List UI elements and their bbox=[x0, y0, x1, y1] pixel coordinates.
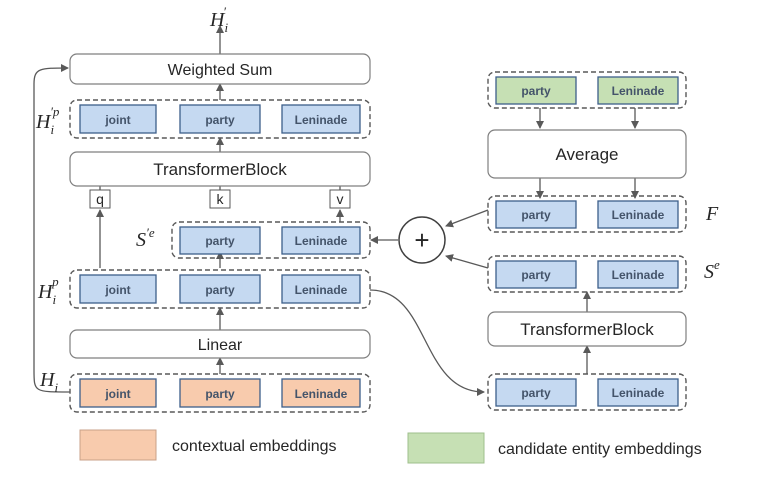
token-leninade: Leninade bbox=[597, 200, 679, 229]
token-leninade: Leninade bbox=[281, 226, 361, 255]
token-party: party bbox=[495, 260, 577, 289]
weighted-sum-block: Weighted Sum bbox=[69, 53, 371, 85]
plus-circle: + bbox=[398, 216, 446, 264]
legend-candidate: candidate entity embeddings bbox=[407, 432, 702, 464]
hp-symbol: Hip bbox=[37, 274, 59, 307]
token-party: party bbox=[495, 76, 577, 105]
svg-text:party: party bbox=[521, 386, 551, 400]
svg-text:party: party bbox=[205, 234, 235, 248]
entity-input-group: party Leninade bbox=[487, 373, 687, 411]
v-box: v bbox=[329, 189, 351, 209]
linear-label: Linear bbox=[198, 337, 243, 354]
legend-contextual-label: contextual embeddings bbox=[172, 438, 337, 455]
token-party: party bbox=[179, 104, 261, 134]
legend-contextual: contextual embeddings bbox=[79, 429, 337, 461]
legend-contextual-swatch bbox=[79, 429, 157, 461]
se-group: party Leninade bbox=[487, 255, 687, 293]
svg-text:Leninade: Leninade bbox=[295, 387, 348, 401]
svg-text:Leninade: Leninade bbox=[612, 84, 665, 98]
average-block: Average bbox=[487, 129, 687, 179]
svg-text:Leninade: Leninade bbox=[295, 234, 348, 248]
svg-text:Leninade: Leninade bbox=[612, 268, 665, 282]
transformer-block-left: TransformerBlock bbox=[69, 151, 371, 187]
svg-text:party: party bbox=[521, 208, 551, 222]
token-joint: joint bbox=[79, 274, 157, 304]
token-joint: joint bbox=[79, 104, 157, 134]
output-symbol: Hi′ bbox=[209, 4, 228, 35]
legend-candidate-label: candidate entity embeddings bbox=[498, 441, 702, 458]
token-party: party bbox=[179, 226, 261, 255]
arrow-se-to-plus bbox=[445, 254, 489, 269]
arrow-hp-to-entity-input bbox=[369, 289, 485, 396]
hp-group: joint party Leninade bbox=[69, 269, 371, 309]
token-party: party bbox=[179, 378, 261, 408]
svg-text:party: party bbox=[521, 84, 551, 98]
token-leninade: Leninade bbox=[281, 104, 361, 134]
svg-text:joint: joint bbox=[104, 113, 130, 127]
svg-text:joint: joint bbox=[104, 387, 130, 401]
transformer-block-right: TransformerBlock bbox=[487, 311, 687, 347]
residual-arrow bbox=[33, 64, 71, 393]
linear-block: Linear bbox=[69, 329, 371, 359]
legend-candidate-swatch bbox=[407, 432, 485, 464]
f-group: party Leninade bbox=[487, 195, 687, 233]
v-label: v bbox=[337, 191, 344, 207]
svg-text:Leninade: Leninade bbox=[295, 283, 348, 297]
candidate-group: party Leninade bbox=[487, 71, 687, 109]
svg-text:party: party bbox=[205, 387, 235, 401]
token-joint: joint bbox=[79, 378, 157, 408]
transformer-right-label: TransformerBlock bbox=[520, 320, 654, 339]
k-label: k bbox=[217, 191, 225, 207]
plus-symbol: + bbox=[414, 225, 429, 255]
connectors bbox=[33, 25, 639, 396]
transformer-left-label: TransformerBlock bbox=[153, 160, 287, 179]
token-party: party bbox=[495, 378, 577, 407]
hp-prime-symbol: Hi′p bbox=[35, 104, 60, 137]
token-party: party bbox=[179, 274, 261, 304]
h-symbol: Hi bbox=[39, 369, 58, 395]
weighted-sum-label: Weighted Sum bbox=[168, 62, 273, 79]
token-leninade: Leninade bbox=[597, 378, 679, 407]
se-symbol: Se bbox=[704, 257, 720, 283]
token-party: party bbox=[495, 200, 577, 229]
arrow-f-to-plus bbox=[445, 209, 489, 228]
average-label: Average bbox=[555, 145, 618, 164]
token-leninade: Leninade bbox=[281, 378, 361, 408]
svg-text:joint: joint bbox=[104, 283, 130, 297]
k-box: k bbox=[209, 189, 231, 209]
token-leninade: Leninade bbox=[597, 76, 679, 105]
q-label: q bbox=[96, 191, 104, 207]
se-prime-symbol: S′e bbox=[136, 225, 155, 251]
se-prime-group: party Leninade bbox=[171, 221, 371, 259]
svg-text:Leninade: Leninade bbox=[612, 386, 665, 400]
svg-text:party: party bbox=[205, 283, 235, 297]
svg-text:party: party bbox=[205, 113, 235, 127]
token-leninade: Leninade bbox=[281, 274, 361, 304]
h-group: joint party Leninade bbox=[69, 373, 371, 413]
f-symbol: F bbox=[705, 203, 719, 225]
hp-prime-group: joint party Leninade bbox=[69, 99, 371, 139]
svg-text:Leninade: Leninade bbox=[295, 113, 348, 127]
svg-text:party: party bbox=[521, 268, 551, 282]
q-box: q bbox=[89, 189, 111, 209]
svg-text:Leninade: Leninade bbox=[612, 208, 665, 222]
token-leninade: Leninade bbox=[597, 260, 679, 289]
